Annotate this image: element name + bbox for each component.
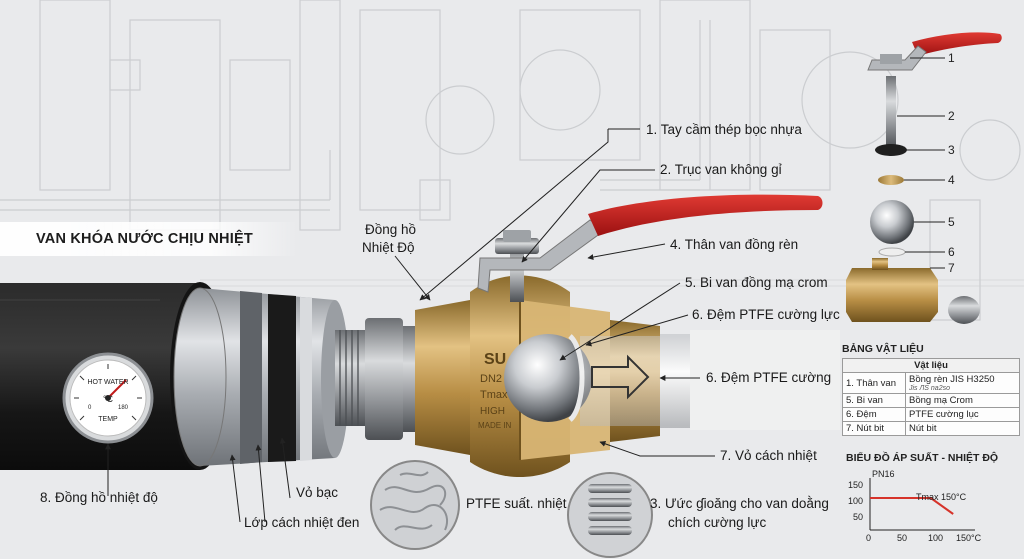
chart-x-tick: 50: [897, 533, 908, 543]
chart-series-line: [870, 497, 954, 515]
table-row: 5. Bi van Bồng mạ Crom: [842, 393, 1020, 408]
chart-annotation-tmax: Tmax 150°C: [916, 492, 967, 502]
table-row: 6. Đệm PTFE cường lục: [842, 407, 1020, 422]
materials-table: BẢNG VẬT LIỆU Vật liệu 1. Thân van Bồng …: [842, 343, 1020, 436]
chart-y-tick: 150: [848, 480, 864, 490]
exploded-num-6: 6: [948, 245, 955, 259]
table-row: 7. Nút bit Nút bit: [842, 421, 1020, 436]
callout-oring-line2: chích cường lực: [668, 515, 767, 530]
title-banner: VAN KHÓA NƯỚC CHỊU NHIỆT: [0, 222, 300, 256]
material-part: 6. Đệm: [842, 407, 906, 422]
gauge-right-tick: 180: [118, 405, 129, 411]
page-title: VAN KHÓA NƯỚC CHỊU NHIỆT: [36, 231, 253, 247]
exploded-num-5: 5: [948, 215, 955, 229]
callout-body: 4. Thân van đồng rèn: [670, 237, 799, 252]
chart-title: BIỂU ĐỒ ÁP SUẤT - NHIỆT ĐỘ: [846, 452, 999, 464]
pt-chart: [869, 478, 975, 531]
exploded-num-3: 3: [948, 143, 955, 157]
label-black-insulation: Lớp cách nhiệt đen: [244, 515, 360, 530]
exploded-num-2: 2: [948, 109, 955, 123]
callout-handle: 1. Tay cầm thép bọc nhựa: [646, 122, 802, 137]
material-value: PTFE cường lục: [905, 407, 1020, 422]
label-ptfe: PTFE suất. nhiệt: [466, 496, 567, 511]
body-high: HIGH: [480, 406, 505, 417]
exploded-num-7: 7: [948, 261, 955, 275]
callout-insulation-cover: 7. Vỏ cách nhiệt: [720, 448, 817, 463]
exploded-num-4: 4: [948, 173, 955, 187]
exploded-num-1: 1: [948, 51, 955, 65]
body-made-in: MADE IN: [478, 421, 512, 430]
body-brand: SU: [484, 351, 506, 368]
material-note: Jis ЛS na2so: [909, 385, 950, 392]
gauge-callout-line1: Đồng hồ: [365, 222, 417, 237]
callout-gauge: 8. Đồng hồ nhiệt độ: [40, 490, 158, 505]
gauge-left-tick: 0: [88, 405, 92, 411]
chart-y-tick: 50: [853, 512, 864, 522]
background-sketch: [0, 0, 1024, 321]
callout-oring-line1: 3. Ưức ɠioăng cho van doằng: [650, 496, 829, 511]
callout-ball: 5. Bi van đồng mạ crom: [685, 275, 828, 290]
callout-ptfe-seat-2: 6. Đệm PTFE cường: [706, 370, 832, 385]
material-part: 5. Bi van: [842, 393, 906, 408]
chart-x-tick: 150°C: [956, 533, 982, 543]
material-part: 7. Nút bit: [842, 421, 906, 436]
chart-x-tick: 0: [866, 533, 872, 543]
callout-ptfe-seat: 6. Đệm PTFE cường lực: [692, 307, 840, 322]
label-silver-cover: Vỏ bạc: [296, 485, 339, 500]
material-part: 1. Thân van: [842, 372, 906, 394]
chart-y-tick: 100: [848, 496, 864, 506]
gauge-callout-line2: Nhiệt Độ: [362, 240, 415, 255]
material-value: Bồng mạ Crom: [905, 393, 1020, 408]
callout-stem: 2. Trục van không gỉ: [660, 162, 782, 177]
chart-annotation-pn: PN16: [872, 469, 895, 479]
material-value: Nút bit: [905, 421, 1020, 436]
gauge-mid-text: °C: [103, 394, 114, 404]
gauge-bottom-text: TEMP: [98, 416, 118, 423]
materials-title: BẢNG VẬT LIỆU: [842, 343, 924, 355]
body-size: DN2: [480, 373, 502, 385]
gauge-top-text: HOT WATER: [87, 379, 128, 386]
body-tmax: Tmax: [480, 389, 508, 401]
chart-x-tick: 100: [928, 533, 944, 543]
materials-header: Vật liệu: [842, 358, 1020, 373]
